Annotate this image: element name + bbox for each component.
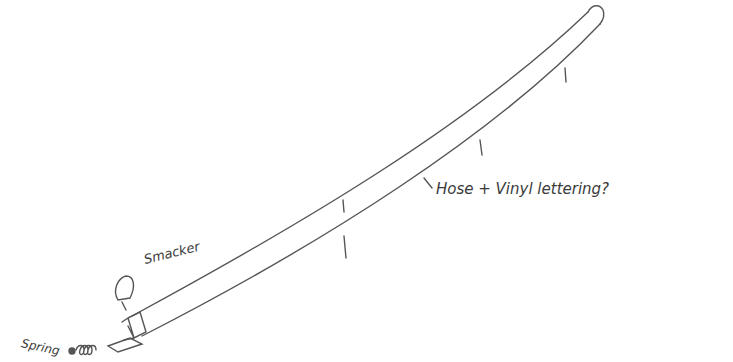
spring-end [69, 348, 75, 354]
smacker-shape [116, 276, 134, 310]
hose-tick [343, 200, 346, 258]
clamp-plate [108, 338, 142, 352]
clamp-box [122, 312, 146, 340]
leader-line [424, 178, 432, 188]
hose-upper-edge [132, 12, 588, 316]
sketch-label: Smacker [142, 239, 201, 268]
sketch-label: Spring [20, 336, 61, 358]
sketch-label: Hose + Vinyl lettering? [436, 180, 609, 198]
hose-tip [588, 6, 604, 24]
spring-coil [76, 346, 96, 355]
hose-tick [565, 68, 566, 82]
hose-tick [480, 140, 482, 155]
